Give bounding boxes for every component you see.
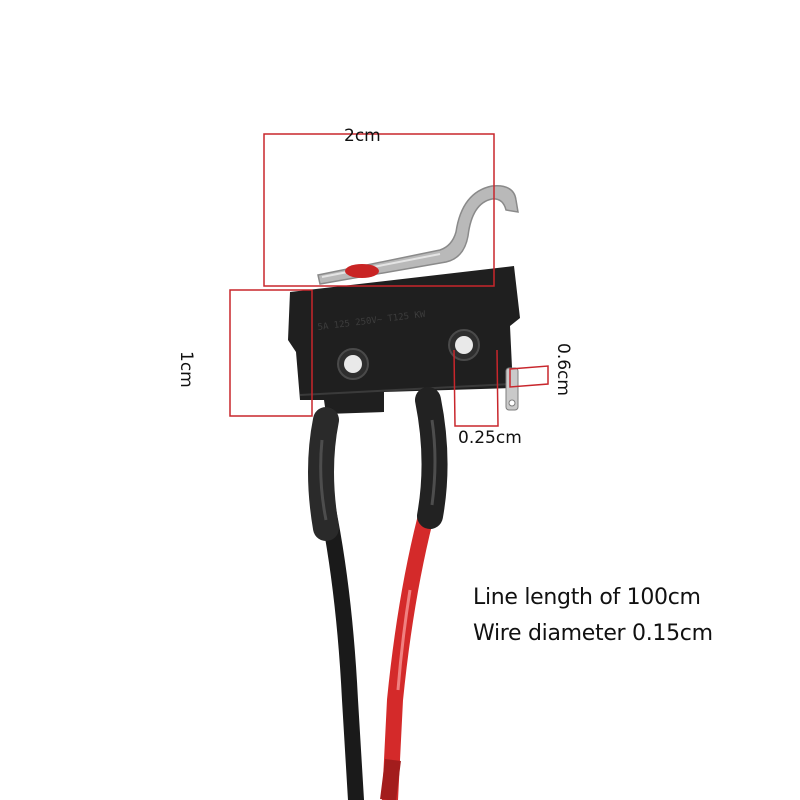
pin-offset-label: 0.6cm	[553, 343, 573, 396]
width-outline	[263, 133, 495, 287]
plunger	[345, 264, 379, 278]
height-outline	[229, 289, 313, 417]
lever-arm	[317, 185, 519, 285]
switch-body: 5A 125 250V~ T125 KW	[288, 266, 520, 414]
red-wire	[380, 387, 448, 800]
dimension-outlines	[229, 133, 549, 427]
terminal-pin	[505, 367, 519, 411]
pin-offset-outline	[509, 365, 549, 388]
mounting-hole-right	[448, 329, 480, 361]
mounting-hole-left	[337, 348, 369, 380]
height-label: 1cm	[176, 351, 196, 388]
wire-diameter-spec: Wire diameter 0.15cm	[473, 621, 713, 646]
line-length-spec: Line length of 100cm	[473, 585, 701, 610]
width-label: 2cm	[344, 126, 381, 146]
pin-width-label: 0.25cm	[458, 428, 522, 448]
black-wire	[308, 407, 364, 800]
pin-width-outline	[453, 349, 499, 427]
